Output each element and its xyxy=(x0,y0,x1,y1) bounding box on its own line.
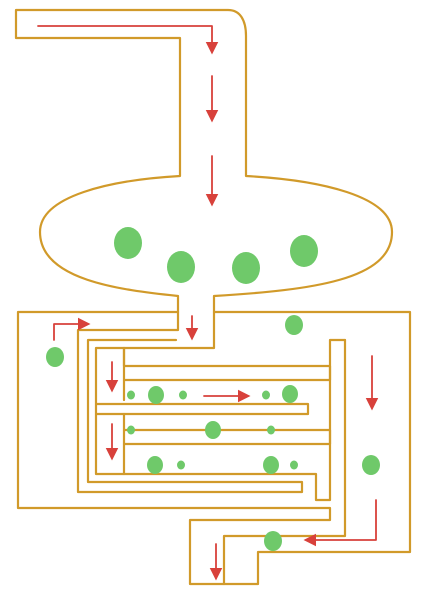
particle-top-right xyxy=(285,315,303,335)
particle-coil-3d xyxy=(290,460,298,470)
esophagus-and-stomach-wall xyxy=(14,8,394,314)
particle-outlet xyxy=(264,531,282,551)
particle-stomach-2 xyxy=(167,251,195,283)
particle-stomach-4 xyxy=(290,235,318,267)
outlet-channel-wall xyxy=(222,338,347,586)
particle-left-entry xyxy=(46,347,64,367)
particle-coil-2b xyxy=(205,421,221,439)
particle-coil-1e xyxy=(282,385,298,403)
small-intestine-coil-3 xyxy=(122,428,332,446)
particle-coil-2c xyxy=(267,425,275,435)
duodenum-wall xyxy=(76,310,304,494)
arrow-colon-return xyxy=(303,499,377,547)
particle-coil-1d xyxy=(262,390,270,400)
particle-coil-1b xyxy=(148,386,164,404)
particle-coil-1c xyxy=(179,390,187,400)
tract-walls xyxy=(14,8,412,586)
particle-coil-3c xyxy=(263,456,279,474)
arrow-mouth-horizontal xyxy=(37,25,219,55)
particle-coil-1a xyxy=(127,390,135,400)
outer-intestine-wall xyxy=(16,310,412,586)
food-particles xyxy=(46,227,380,551)
small-intestine-coil-1 xyxy=(122,346,332,382)
arrow-entry-left xyxy=(53,317,91,341)
flow-arrows xyxy=(37,25,379,581)
particle-stomach-1 xyxy=(114,227,142,259)
small-intestine-coil-2 xyxy=(94,402,310,416)
duodenum-inner-wall xyxy=(94,310,347,502)
particle-colon xyxy=(362,455,380,475)
particle-coil-3a xyxy=(147,456,163,474)
particle-coil-3b xyxy=(177,460,185,470)
particle-coil-2a xyxy=(127,425,135,435)
particle-stomach-3 xyxy=(232,252,260,284)
